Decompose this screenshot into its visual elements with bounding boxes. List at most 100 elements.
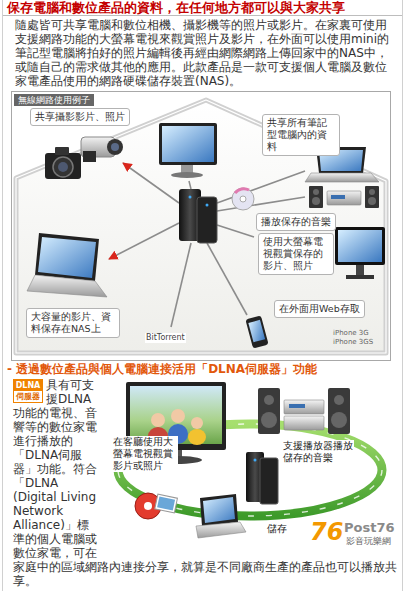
stereo bbox=[258, 388, 280, 434]
stereo bbox=[309, 186, 323, 208]
nas-device bbox=[246, 452, 278, 504]
stereo bbox=[284, 400, 324, 414]
scene-label: 支援播放器播放儲存的音樂 bbox=[282, 440, 354, 464]
nas-device bbox=[254, 459, 257, 462]
television bbox=[335, 227, 385, 279]
cd-disc bbox=[240, 196, 246, 202]
stereo bbox=[309, 186, 379, 208]
laptop bbox=[200, 494, 238, 526]
stereo bbox=[313, 189, 319, 195]
nas-device bbox=[179, 189, 217, 243]
desktop-monitor bbox=[171, 172, 203, 178]
laptop bbox=[38, 237, 96, 278]
television bbox=[188, 429, 206, 445]
digital-camera bbox=[55, 147, 69, 155]
page: 保存電腦和數位產品的資料，在任何地方都可以與大家共享 bbox=[3, 0, 402, 16]
cd-disc bbox=[235, 189, 249, 193]
digital-camera bbox=[53, 157, 73, 177]
stereo bbox=[289, 404, 305, 408]
nas-device bbox=[197, 197, 217, 243]
stereo bbox=[312, 197, 320, 205]
stereo bbox=[334, 395, 344, 405]
desktop-monitor bbox=[162, 126, 214, 162]
media-icons bbox=[157, 496, 175, 510]
nas-device bbox=[206, 204, 209, 207]
cd-disc bbox=[232, 188, 254, 210]
callout-box: 大容量的影片、資料保存在NAS上 bbox=[26, 308, 120, 338]
stereo bbox=[365, 186, 379, 208]
laptop bbox=[196, 522, 246, 538]
dlna-figure: 在客廳使用大螢幕電視觀賞影片或照片支援播放器播放儲存的音樂儲存76Post76影… bbox=[100, 378, 400, 553]
stereo bbox=[331, 195, 345, 199]
laptop bbox=[196, 494, 246, 538]
desktop-monitor bbox=[159, 123, 217, 165]
television bbox=[346, 275, 374, 279]
house-outline bbox=[16, 100, 386, 353]
desktop-monitor bbox=[159, 123, 217, 178]
page: - 透過數位產品與個人電腦連接活用「DLNA伺服器」功能 bbox=[3, 361, 402, 377]
callout-text: 播放保存的音樂 bbox=[261, 216, 331, 228]
camcorder bbox=[81, 137, 123, 162]
stereo bbox=[284, 416, 324, 430]
dlna-badge: DLNA伺服器 bbox=[13, 379, 43, 403]
network-wires bbox=[217, 197, 305, 211]
television bbox=[191, 417, 203, 429]
house-region: 無線網路使用例子共享攝影影片、照片共享所有筆記型電腦內的資料播放保存的音樂使用大… bbox=[11, 91, 391, 361]
media-icons bbox=[135, 493, 177, 519]
laptop bbox=[35, 233, 99, 281]
callout-text: 使用大螢幕電視觀賞保存的影片、照片 bbox=[263, 236, 329, 272]
watermark-text: 影音玩樂網 bbox=[346, 536, 391, 547]
cd-disc bbox=[232, 188, 254, 210]
smartphone bbox=[245, 315, 268, 348]
laptop bbox=[27, 275, 107, 297]
nas-device bbox=[189, 196, 192, 199]
scene-label: 儲存 bbox=[266, 523, 288, 535]
device-model-label: iPhone 3GS bbox=[333, 338, 373, 346]
device-model-label: iPhone 3G bbox=[333, 329, 369, 337]
television bbox=[335, 227, 385, 265]
callout-box: 在外面用Web存取 bbox=[274, 300, 365, 318]
stereo bbox=[327, 191, 361, 205]
page-title: 保存電腦和數位產品的資料，在任何地方都可以與大家共享 bbox=[3, 0, 402, 16]
smartphone bbox=[245, 315, 268, 348]
network-wires bbox=[217, 171, 305, 203]
stereo bbox=[331, 412, 347, 428]
network-wires bbox=[123, 163, 179, 203]
callout-text: 共享攝影影片、照片 bbox=[35, 111, 125, 123]
laptop bbox=[203, 497, 235, 523]
camcorder bbox=[111, 143, 119, 151]
television bbox=[171, 409, 185, 423]
badge-logo: DLNA bbox=[14, 380, 42, 391]
stereo bbox=[261, 412, 277, 428]
intro-paragraph: 隨處皆可共享電腦和數位相機、攝影機等的照片或影片。在家裏可使用支援網路功能的大螢… bbox=[3, 16, 402, 88]
region-heading: 無線網路使用例子 bbox=[14, 94, 94, 106]
badge-caption: 伺服器 bbox=[14, 391, 42, 402]
smartphone bbox=[248, 320, 265, 342]
callout-text: 在外面用Web存取 bbox=[279, 303, 360, 315]
nas-device bbox=[260, 458, 278, 504]
page: 無線網路使用例子共享攝影影片、照片共享所有筆記型電腦內的資料播放保存的音樂使用大… bbox=[11, 91, 391, 361]
television bbox=[338, 230, 382, 262]
house-outline bbox=[16, 100, 386, 353]
digital-camera bbox=[58, 162, 68, 172]
protocol-label: BitTorrent bbox=[145, 333, 186, 343]
callout-box: 播放保存的音樂 bbox=[256, 213, 336, 231]
stereo bbox=[264, 395, 274, 405]
media-icons bbox=[155, 494, 178, 513]
scene-label: 在客廳使用大螢幕電視觀賞影片或照片 bbox=[112, 436, 178, 472]
media-icons bbox=[144, 502, 152, 510]
network-wires bbox=[189, 181, 191, 189]
callout-text: 大容量的影片、資料保存在NAS上 bbox=[31, 311, 115, 335]
television bbox=[356, 265, 364, 275]
digital-camera bbox=[45, 153, 81, 179]
page: 隨處皆可共享電腦和數位相機、攝影機等的照片或影片。在家裏可使用支援網路功能的大螢… bbox=[3, 16, 402, 88]
network-wires bbox=[207, 243, 247, 315]
camcorder bbox=[83, 151, 96, 162]
house-outline bbox=[16, 100, 386, 353]
body-text: 具有可支援DLNA功能的電視、音響等的數位家電進行播放的「DLNA伺服器」功能。… bbox=[13, 378, 400, 588]
desktop-monitor bbox=[181, 165, 193, 173]
television bbox=[151, 413, 165, 427]
digital-camera bbox=[45, 147, 81, 179]
network-wires bbox=[171, 243, 191, 327]
